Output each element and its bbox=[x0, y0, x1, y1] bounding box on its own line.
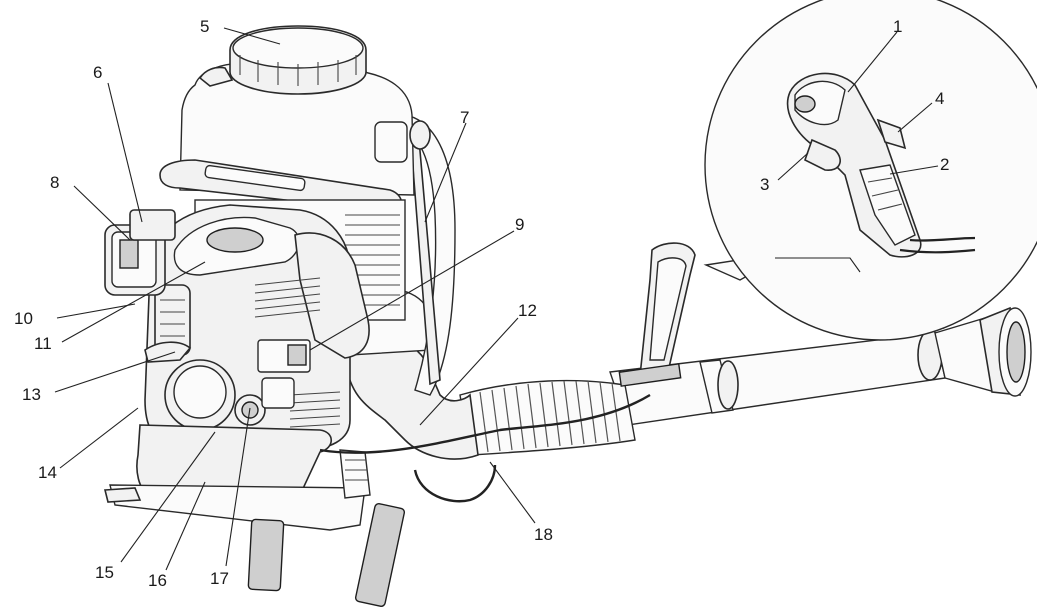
callout-11: 11 bbox=[34, 334, 52, 353]
callout-9: 9 bbox=[515, 215, 524, 234]
leader-lines bbox=[54, 27, 939, 571]
leader-3 bbox=[777, 152, 809, 181]
air-cleaner bbox=[104, 209, 176, 296]
throttle-handle bbox=[618, 242, 696, 387]
leader-16 bbox=[165, 481, 206, 571]
callout-14: 14 bbox=[38, 463, 57, 482]
leader-13 bbox=[54, 351, 176, 393]
leader-17 bbox=[225, 407, 251, 567]
leader-5 bbox=[223, 27, 281, 45]
callout-2: 2 bbox=[940, 155, 949, 174]
leader-8 bbox=[73, 185, 131, 241]
throttle-cable bbox=[319, 393, 651, 503]
leader-11 bbox=[61, 261, 206, 343]
callout-12: 12 bbox=[518, 301, 537, 320]
callout-6: 6 bbox=[93, 63, 102, 82]
callout-8: 8 bbox=[50, 173, 59, 192]
leader-14 bbox=[59, 407, 139, 469]
callout-17: 17 bbox=[210, 569, 229, 588]
leader-1 bbox=[847, 31, 898, 93]
leader-10 bbox=[56, 303, 136, 319]
leader-18 bbox=[489, 461, 536, 524]
callout-5: 5 bbox=[200, 17, 209, 36]
flex-hose bbox=[459, 379, 636, 456]
recoil-starter bbox=[144, 341, 295, 431]
callout-15: 15 bbox=[95, 563, 114, 582]
leader-2 bbox=[889, 165, 939, 175]
leader-12 bbox=[419, 317, 519, 426]
leader-9 bbox=[309, 230, 515, 351]
callout-7: 7 bbox=[460, 108, 469, 127]
fuel-tank bbox=[159, 25, 431, 213]
callout-18: 18 bbox=[534, 525, 553, 544]
callout-16: 16 bbox=[148, 571, 167, 590]
callout-3: 3 bbox=[760, 175, 769, 194]
leader-15 bbox=[120, 431, 216, 563]
leader-4 bbox=[897, 102, 933, 133]
handle-detail-inset bbox=[703, 0, 1037, 341]
leader-6 bbox=[107, 82, 143, 223]
base-frame bbox=[103, 424, 406, 607]
callout-numbers: 1 2 3 4 5 6 7 8 9 10 11 12 13 14 15 16 1… bbox=[14, 17, 949, 590]
callout-4: 4 bbox=[935, 89, 944, 108]
leader-7 bbox=[424, 122, 467, 223]
callout-10: 10 bbox=[14, 309, 33, 328]
callout-1: 1 bbox=[893, 17, 902, 36]
callout-13: 13 bbox=[22, 385, 41, 404]
